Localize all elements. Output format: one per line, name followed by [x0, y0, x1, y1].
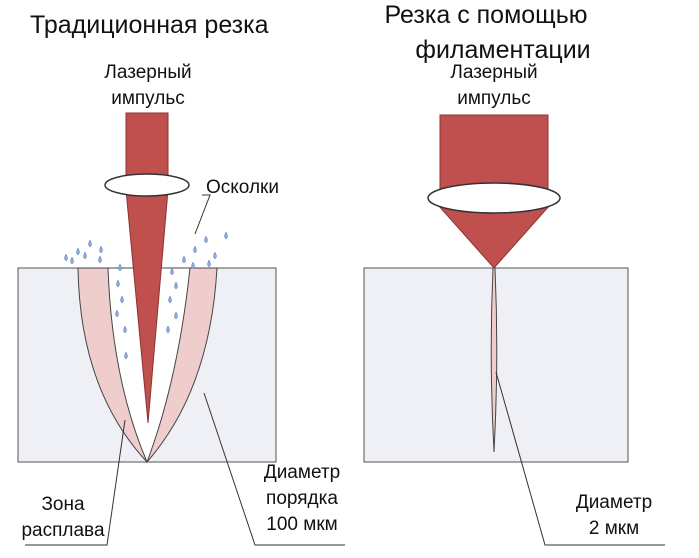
debris-label: Осколки	[206, 177, 279, 198]
right-title-line1: Резка с помощью	[384, 1, 588, 29]
debris-leader-line	[194, 194, 211, 235]
right-diameter-label-line2: 2 мкм	[588, 518, 640, 539]
right-filament-channel	[490, 267, 498, 453]
left-laser-label-line2: импульс	[111, 88, 185, 109]
left-diameter-label-line3: 100 мкм	[266, 514, 338, 535]
left-diameter-label-line1: Диаметр	[263, 462, 341, 483]
right-laser-label-line2: импульс	[457, 88, 531, 109]
left-laser-beam	[125, 112, 169, 181]
melt-zone-label-line2: расплава	[21, 520, 105, 541]
melt-zone-label-line1: Зона	[41, 494, 85, 515]
right-diameter-label: Диаметр 2 мкм	[564, 492, 664, 540]
left-title: Традиционная резка	[30, 11, 269, 39]
left-laser-label-line1: Лазерный	[104, 62, 192, 83]
right-diameter-label-line1: Диаметр	[575, 492, 653, 513]
right-laser-label-line1: Лазерный	[450, 62, 538, 83]
right-lens	[427, 182, 561, 214]
left-debris-droplets	[64, 231, 228, 360]
right-title-line2: филаментации	[415, 36, 591, 64]
right-laser-label: Лазерный импульс	[438, 62, 550, 110]
right-beam-cone	[436, 204, 552, 269]
left-laser-label: Лазерный импульс	[96, 62, 200, 110]
left-diameter-label-line2: порядка	[266, 488, 338, 509]
melt-zone-leader-line	[25, 419, 126, 546]
melt-zone-label: Зона расплава	[20, 494, 106, 542]
right-title: Резка с помощью филаментации	[372, 1, 600, 65]
diameter-leader-line-right	[495, 371, 665, 546]
right-laser-beam	[439, 114, 549, 196]
diameter-leader-line-left	[203, 392, 345, 546]
left-diameter-label: Диаметр порядка 100 мкм	[254, 462, 350, 536]
left-lens	[104, 173, 190, 197]
